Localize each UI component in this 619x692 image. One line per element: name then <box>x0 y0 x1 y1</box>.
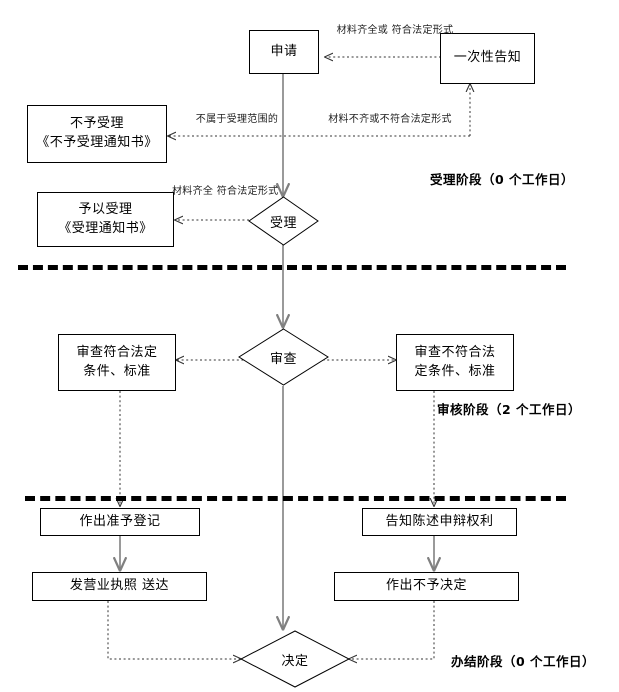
node-gaozhichenshu-line-0: 告知陈述申辩权利 <box>385 513 494 529</box>
node-yicixinggaozhi[interactable]: 一次性告知 <box>440 33 535 84</box>
node-jueding[interactable]: 决定 <box>240 630 350 688</box>
node-zhunyudengji[interactable]: 作出准予登记 <box>40 508 200 536</box>
edge-label-bushuyu-shouli-fanwei-line-0: 不属于受理范围的 <box>195 114 279 125</box>
node-zhunyudengji-line-0: 作出准予登记 <box>79 513 161 529</box>
node-jueding-label: 决定 <box>281 653 309 669</box>
edge-label-cailiao-qiquan-huo-line-1: 符合法定形式 <box>391 25 454 36</box>
node-shencha-bufuhe[interactable]: 审查不符合法 定条件、标准 <box>396 334 514 391</box>
stage-label-shouli: 受理阶段（0 个工作日） <box>430 172 575 187</box>
edge-label-bushuyu-shouli-fanwei: 不属于受理范围的 <box>182 113 292 127</box>
edge-label-cailiao-qiquan-huo-line-0: 材料齐全或 <box>336 25 389 36</box>
node-yuyishouli-line-0: 予以受理 <box>78 201 133 217</box>
node-yuyishouli[interactable]: 予以受理 《受理通知书》 <box>37 192 174 247</box>
jueding-diamond-shape <box>240 630 350 688</box>
node-shencha-fuhe-line-1: 条件、标准 <box>83 363 151 379</box>
node-shencha-bufuhe-line-0: 审查不符合法 <box>414 344 496 360</box>
edge-fazhizhao-to-jueding <box>107 601 241 659</box>
node-shencha-fuhe-line-0: 审查符合法定 <box>76 344 158 360</box>
node-yuyishouli-line-1: 《受理通知书》 <box>58 220 153 236</box>
edge-label-cailiao-qiquan-line-0: 材料齐全 <box>172 186 214 197</box>
edge-label-cailiao-qiquan: 材料齐全 符合法定形式 <box>172 185 278 199</box>
shencha-diamond-shape <box>238 328 329 386</box>
node-shencha-bufuhe-line-1: 定条件、标准 <box>414 363 496 379</box>
node-fayingyezhizhao-line-0: 发营业执照 送达 <box>69 578 170 594</box>
stage-divider-shouli <box>18 265 566 270</box>
node-shouli[interactable]: 受理 <box>248 196 319 246</box>
stage-divider-shenhe <box>25 496 566 501</box>
node-shencha[interactable]: 审查 <box>238 328 329 386</box>
node-yicixinggaozhi-line-0: 一次性告知 <box>453 50 522 66</box>
edge-buyujueding-to-jueding <box>349 601 435 659</box>
edge-label-cailiao-qiquan-line-1: 符合法定形式 <box>216 186 279 197</box>
node-shencha-label: 审查 <box>269 351 297 367</box>
node-shencha-fuhe[interactable]: 审查符合法定 条件、标准 <box>58 334 176 391</box>
node-buyushouli-line-1: 《不予受理通知书》 <box>36 135 158 150</box>
node-buyushouli-line-0: 不予受理 <box>69 116 124 132</box>
edge-label-cailiao-buqi: 材料不齐或不符合法定形式 <box>310 113 470 127</box>
node-buyujueding[interactable]: 作出不予决定 <box>334 572 519 601</box>
edge-label-cailiao-buqi-line-0: 材料不齐或不符合法定形式 <box>328 114 452 125</box>
stage-label-shenhe: 审核阶段（2 个工作日） <box>437 402 582 417</box>
node-buyujueding-line-0: 作出不予决定 <box>385 578 467 594</box>
edge-label-cailiao-qiquan-huo: 材料齐全或 符合法定形式 <box>336 24 454 38</box>
node-gaozhichenshu[interactable]: 告知陈述申辩权利 <box>362 508 517 536</box>
node-shenqing-line-0: 申请 <box>270 43 298 59</box>
stage-label-banjie: 办结阶段（0 个工作日） <box>451 654 596 669</box>
node-fayingyezhizhao[interactable]: 发营业执照 送达 <box>32 572 207 601</box>
node-buyushouli[interactable]: 不予受理 《不予受理通知书》 <box>27 105 167 163</box>
node-shenqing[interactable]: 申请 <box>249 30 319 74</box>
node-shouli-label: 受理 <box>269 215 297 231</box>
